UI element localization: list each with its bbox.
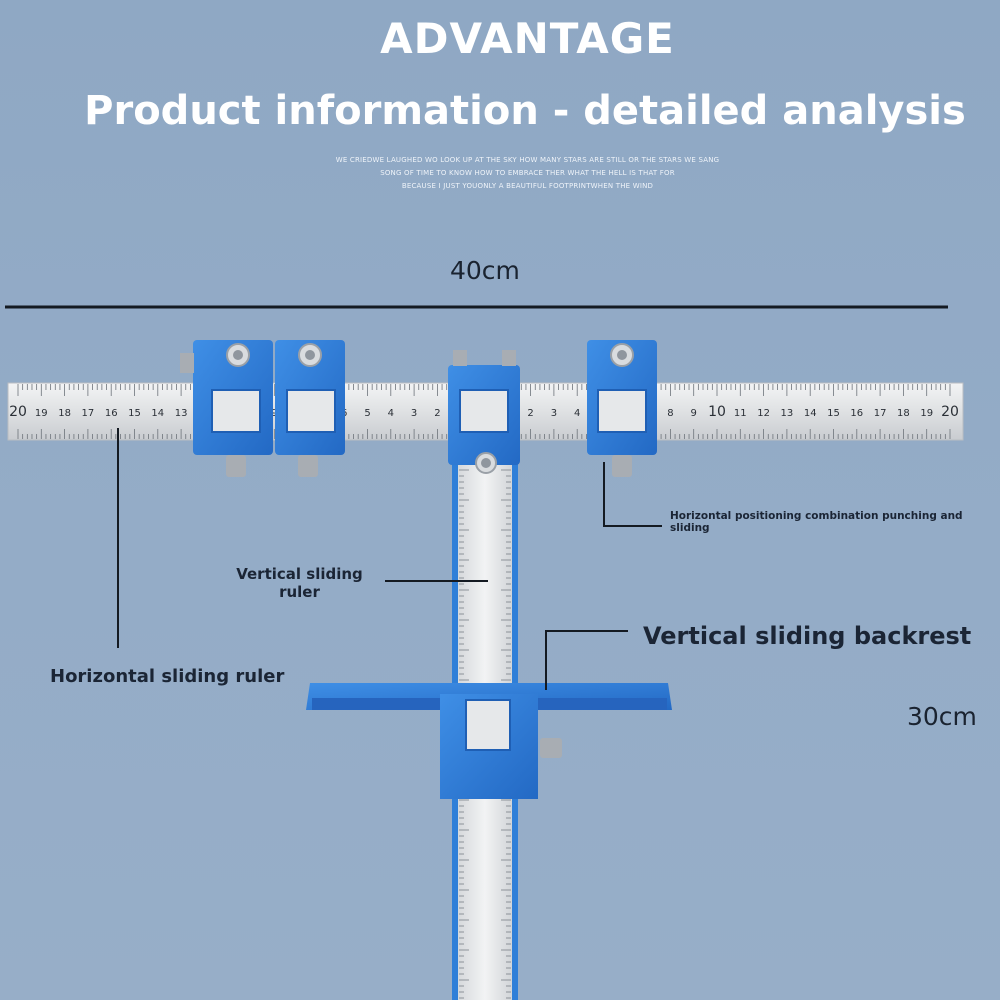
- left-slider-block-a: [180, 340, 273, 477]
- ruler-number: 4: [388, 408, 394, 419]
- ruler-number: 16: [850, 408, 863, 419]
- center-slider-block: [448, 350, 520, 474]
- ruler-number: 15: [827, 408, 840, 419]
- ruler-number: 20: [9, 404, 27, 420]
- callout-horizontal-ruler: Horizontal sliding ruler: [50, 666, 285, 687]
- ruler-number: 15: [128, 408, 141, 419]
- ruler-number: 19: [920, 408, 933, 419]
- ruler-number: 20: [941, 404, 959, 420]
- ruler-number: 11: [734, 408, 747, 419]
- width-dimension-label: 40cm: [450, 256, 520, 285]
- ruler-number: 17: [82, 408, 95, 419]
- ruler-number: 5: [364, 408, 370, 419]
- ruler-number: 3: [411, 408, 417, 419]
- left-slider-block-b: [275, 340, 345, 477]
- ruler-number: 13: [781, 408, 794, 419]
- ruler-number: 17: [874, 408, 887, 419]
- ruler-number: 8: [667, 408, 673, 419]
- vertical-sliding-backrest: [306, 683, 672, 799]
- ruler-number: 14: [151, 408, 164, 419]
- callout-backrest: Vertical sliding backrest: [643, 622, 972, 650]
- ruler-number: 16: [105, 408, 118, 419]
- callout-positioning: Horizontal positioning combination punch…: [670, 510, 963, 534]
- ruler-number: 18: [897, 408, 910, 419]
- right-slider-block: [587, 340, 657, 477]
- ruler-number: 2: [434, 408, 440, 419]
- ruler-number: 10: [708, 404, 726, 420]
- ruler-number: 13: [175, 408, 188, 419]
- ruler-number: 19: [35, 408, 48, 419]
- callout-vertical-ruler: Vertical sliding ruler: [236, 565, 363, 601]
- ruler-number: 3: [551, 408, 557, 419]
- callout-line-backrest: [545, 630, 628, 690]
- ruler-number: 9: [271, 408, 277, 419]
- page-subtitle: Product information - detailed analysis: [84, 88, 966, 134]
- decorative-text-line: SONG OF TIME TO KNOW HOW TO EMBRACE THER…: [380, 169, 675, 177]
- callout-line-positioning: [603, 462, 662, 527]
- ruler-number: 9: [691, 408, 697, 419]
- ruler-number: 18: [58, 408, 71, 419]
- ruler-number: 14: [804, 408, 817, 419]
- decorative-text-line: BECAUSE I JUST YOUONLY A BEAUTIFUL FOOTP…: [401, 182, 654, 190]
- ruler-number: 4: [574, 408, 580, 419]
- decorative-text-line: WE CRIEDWE LAUGHED WO LOOK UP AT THE SKY…: [335, 156, 720, 164]
- ruler-number: 12: [757, 408, 770, 419]
- height-dimension-label: 30cm: [907, 702, 977, 731]
- page-title: ADVANTAGE: [380, 14, 675, 63]
- ruler-number: 2: [527, 408, 533, 419]
